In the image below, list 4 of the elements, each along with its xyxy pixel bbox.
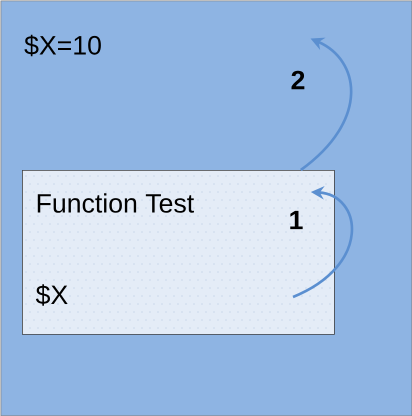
step-number: 2	[292, 70, 304, 90]
variable-label: $X	[36, 284, 68, 306]
step-number: 1	[290, 210, 303, 230]
curved-arrow	[300, 38, 352, 172]
